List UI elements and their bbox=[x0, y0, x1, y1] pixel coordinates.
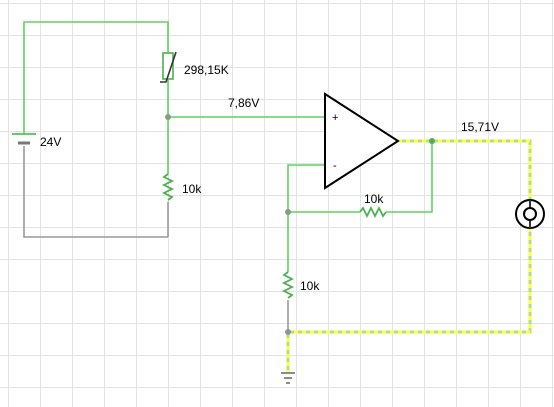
ground-node[interactable] bbox=[285, 329, 291, 335]
wire-opamp-minus[interactable] bbox=[287, 164, 325, 212]
current-wires bbox=[286, 139, 532, 372]
ground-icon[interactable] bbox=[281, 372, 295, 384]
thermistor-icon[interactable] bbox=[160, 51, 177, 83]
resistor-to-ground-icon[interactable] bbox=[281, 271, 295, 299]
feedback-resistor-icon[interactable] bbox=[359, 205, 387, 219]
feedback-resistor-label: 10k bbox=[364, 192, 384, 206]
op-amp-triangle[interactable] bbox=[324, 92, 400, 190]
opamp-plus-sign: + bbox=[332, 112, 338, 124]
resistor-bottom-left-icon[interactable] bbox=[161, 173, 175, 201]
battery-label: 24V bbox=[40, 135, 61, 149]
output-voltage-label: 15,71V bbox=[461, 120, 499, 134]
divider-node[interactable] bbox=[165, 114, 171, 120]
thermistor-label: 298,15K bbox=[184, 63, 229, 77]
lamp-icon[interactable] bbox=[515, 199, 545, 229]
wire-bottom-return[interactable] bbox=[23, 146, 168, 238]
opamp-minus-sign: - bbox=[333, 160, 337, 172]
resistor-to-ground-label: 10k bbox=[300, 279, 320, 293]
wire-battery-top[interactable] bbox=[23, 21, 169, 133]
wire-feedback-right[interactable] bbox=[386, 141, 433, 213]
feedback-node[interactable] bbox=[285, 209, 291, 215]
divider-voltage-label: 7,86V bbox=[228, 96, 259, 110]
output-node[interactable] bbox=[429, 138, 435, 144]
battery-icon[interactable] bbox=[12, 133, 36, 145]
resistor-bottom-left-label: 10k bbox=[182, 182, 202, 196]
